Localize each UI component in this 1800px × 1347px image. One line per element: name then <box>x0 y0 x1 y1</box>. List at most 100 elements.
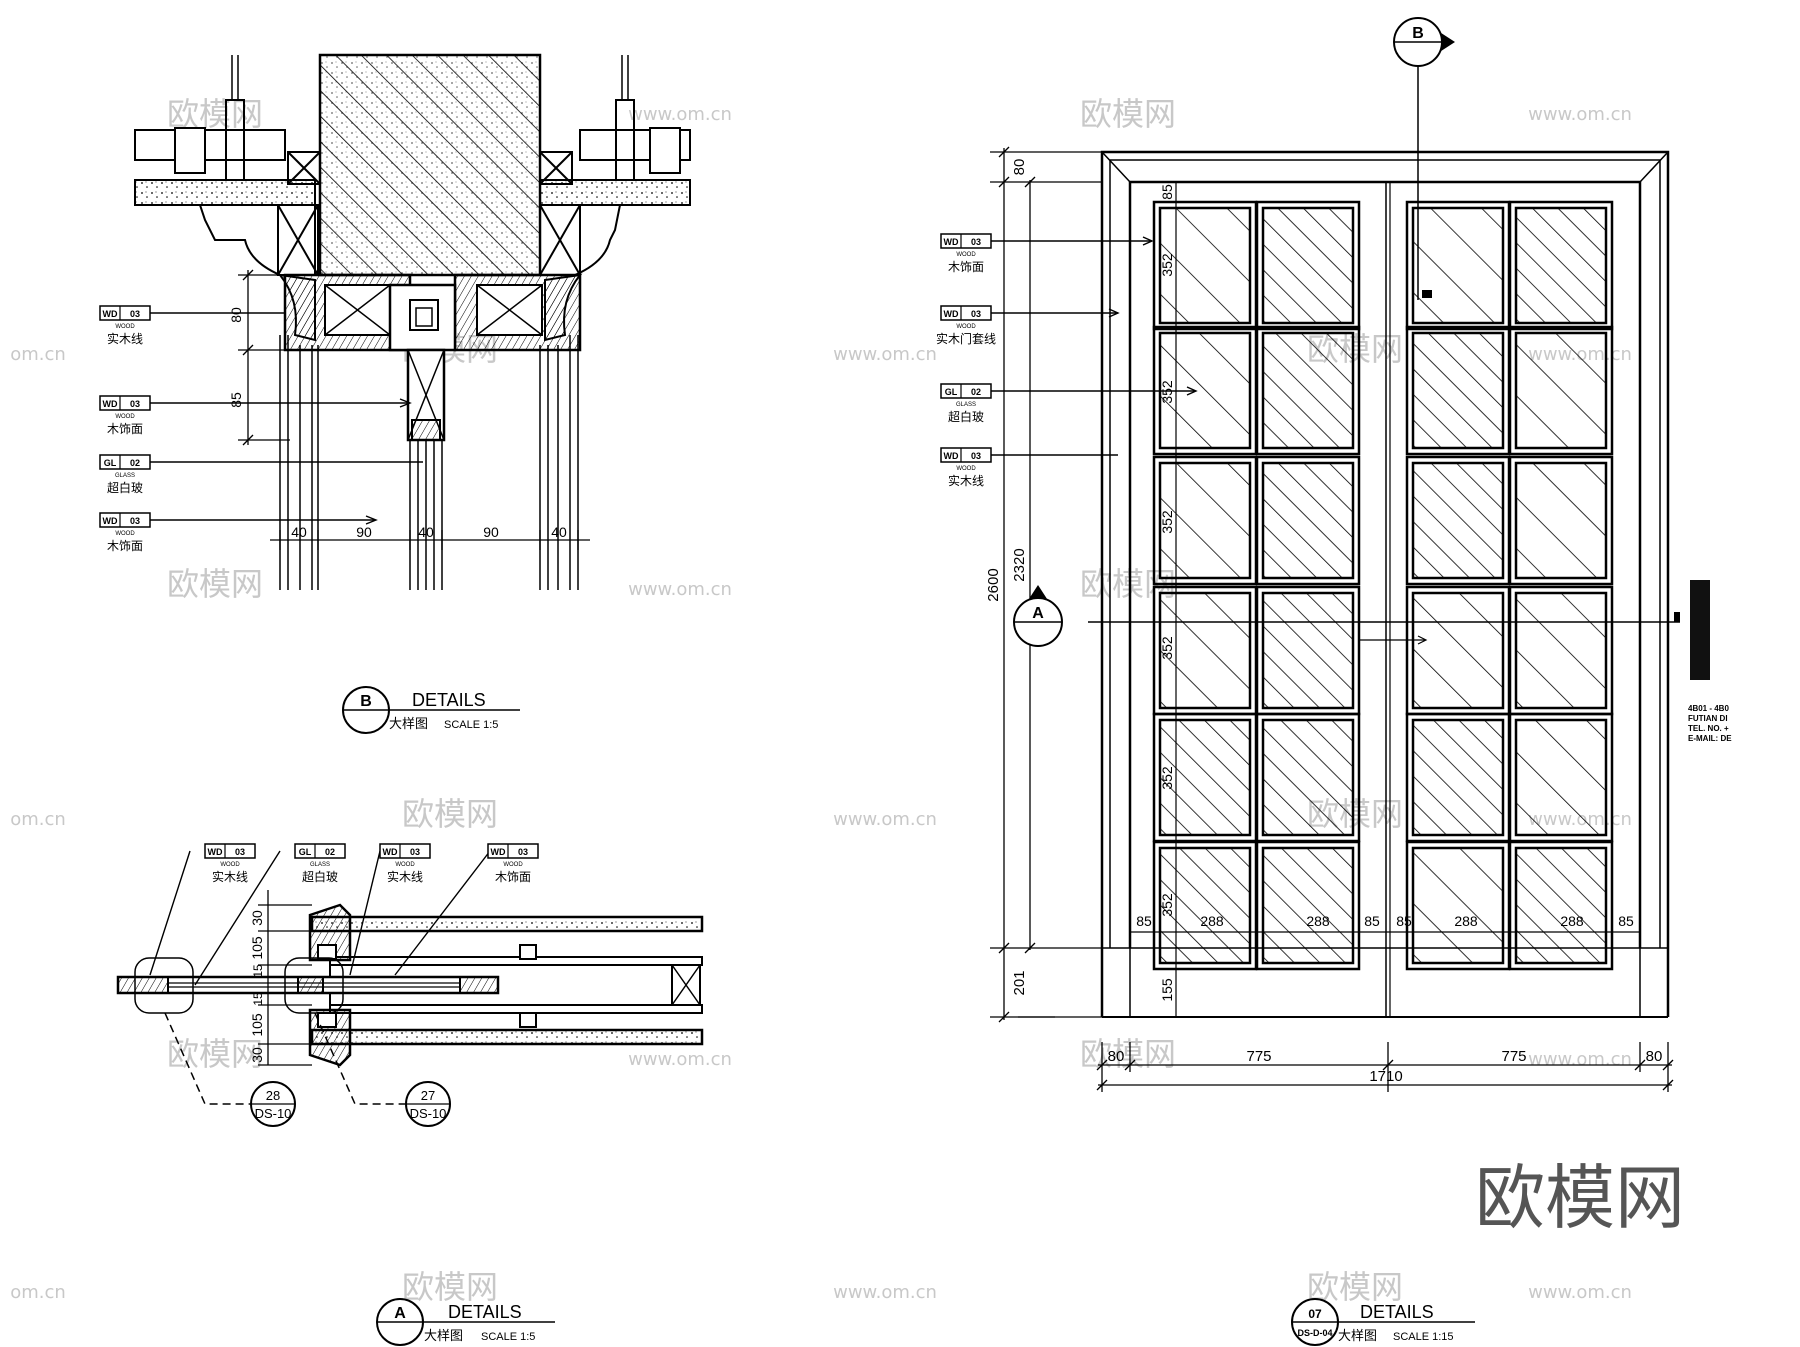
tag-b-2-code: GL <box>104 458 117 468</box>
tag-e-2-label: 超白玻 <box>948 409 984 424</box>
corner-logo: 欧模网 <box>1475 1157 1685 1239</box>
tag-e-0-label: 木饰面 <box>948 260 984 274</box>
dim-bottom-3: 80 <box>1646 1048 1663 1065</box>
watermark-brand: 欧模网 <box>1080 95 1176 133</box>
tag-a-0-sub: WOOD <box>220 862 240 868</box>
dim-grid-v-0: 85 <box>1159 184 1175 200</box>
tag-b-0-num: 03 <box>130 309 140 319</box>
glass-pane <box>1255 585 1361 716</box>
dim-grid-h-2: 288 <box>1306 913 1330 929</box>
watermark-brand: 欧模网 <box>402 795 498 833</box>
detail-b-dimensions: 80 85 40 90 40 90 40 <box>228 307 567 540</box>
tag-e-0-sub: WOOD <box>956 252 976 258</box>
titleblock-fragment: 4B01 - 4B0 FUTIAN DI TEL. NO. + E-MAIL: … <box>1688 580 1732 743</box>
callout-27-num: 27 <box>421 1088 435 1103</box>
tag-e-3-label: 实木线 <box>948 473 984 488</box>
glass-pane <box>1405 840 1511 971</box>
dim-bottom-0: 80 <box>1108 1048 1125 1065</box>
glass-pane <box>1508 840 1614 971</box>
elevation-title-text: DETAILS <box>1360 1302 1434 1322</box>
detail-a-drawing <box>116 850 704 1105</box>
elevation-title: 07 DS-D-04 DETAILS 大样图 SCALE 1:15 <box>1291 1298 1475 1346</box>
tag-b-1-num: 03 <box>130 399 140 409</box>
dim-grid-h-4: 85 <box>1396 913 1412 929</box>
titleblock-line-1: 4B01 - 4B0 <box>1688 704 1729 713</box>
watermark-url: www.om.cn <box>833 344 937 365</box>
tag-a-3-num: 03 <box>518 847 528 857</box>
detail-a-dimensions: 30 105 15 15 105 30 <box>249 910 265 1063</box>
glass-pane <box>1152 840 1258 971</box>
glass-pane <box>1508 712 1614 843</box>
glass-pane <box>1405 712 1511 843</box>
watermark-url: www.om.cn <box>833 809 937 830</box>
elevation-subtitle: 大样图 <box>1338 1329 1377 1344</box>
section-marker-b: B <box>1393 17 1455 67</box>
dim-grid-v-2: 352 <box>1159 380 1175 404</box>
section-a-label: A <box>1032 605 1044 622</box>
tag-b-1-sub: WOOD <box>115 414 135 420</box>
glass-pane <box>1508 455 1614 586</box>
watermark-brand: 欧模网 <box>167 95 263 133</box>
dim-b-h1: 90 <box>356 524 372 540</box>
watermark-url: www.om.cn <box>833 1282 937 1303</box>
dim-b-h3: 90 <box>483 524 499 540</box>
glass-panes <box>1152 200 1614 971</box>
dim-e-201: 201 <box>1011 970 1028 995</box>
tag-e-3-code: WD <box>944 451 959 461</box>
detail-a-scale: SCALE 1:5 <box>481 1331 535 1343</box>
watermark-url: www.om.cn <box>1528 1282 1632 1303</box>
watermark-url: www.om.cn <box>628 579 732 600</box>
callout-28-num: 28 <box>266 1088 280 1103</box>
detail-b-title: B DETAILS 大样图 SCALE 1:5 <box>342 686 520 734</box>
tag-a-2-code: WD <box>383 847 398 857</box>
glass-pane <box>1152 455 1258 586</box>
dim-a-v5: 30 <box>249 1047 265 1063</box>
watermark-url: www.om.cn <box>628 104 732 125</box>
dim-total: 1710 <box>1369 1068 1402 1085</box>
tag-a-3-code: WD <box>491 847 506 857</box>
dim-bottom-1: 775 <box>1246 1048 1271 1065</box>
dim-grid-v-1: 352 <box>1159 253 1175 277</box>
detail-a-callouts: 28 DS-10 27 DS-10 <box>250 1081 451 1127</box>
tag-a-1-code: GL <box>299 847 312 857</box>
tag-b-2-label: 超白玻 <box>107 480 143 495</box>
tag-e-1-code: WD <box>944 309 959 319</box>
dim-e-80: 80 <box>1011 159 1028 176</box>
watermark-layer: 欧模网欧模网欧模网欧模网欧模网欧模网欧模网欧模网欧模网欧模网欧模网欧模网www.… <box>10 95 1632 1306</box>
detail-a-title-text: DETAILS <box>448 1302 522 1322</box>
watermark-brand: 欧模网 <box>402 1268 498 1306</box>
watermark-url-short: om.cn <box>10 344 66 365</box>
dim-grid-v-6: 352 <box>1159 893 1175 917</box>
tag-b-2-sub: GLASS <box>115 473 135 479</box>
detail-b-title-text: DETAILS <box>412 690 486 710</box>
callout-28-ref: DS-10 <box>255 1106 292 1121</box>
dim-a-v2: 15 <box>251 964 265 978</box>
tag-b-0-label: 实木线 <box>107 331 143 346</box>
dim-b-v1: 85 <box>228 392 244 408</box>
elevation-marker-ref: DS-D-04 <box>1297 1328 1332 1338</box>
glass-pane <box>1255 712 1361 843</box>
callout-27-ref: DS-10 <box>410 1106 447 1121</box>
glass-pane <box>1152 200 1258 331</box>
tag-a-2-label: 实木线 <box>387 869 423 884</box>
dim-grid-h-3: 85 <box>1364 913 1380 929</box>
tag-e-1-sub: WOOD <box>956 324 976 330</box>
dim-e-2320: 2320 <box>1011 548 1028 581</box>
elevation-marker-num: 07 <box>1308 1307 1322 1321</box>
dim-bottom-2: 775 <box>1501 1048 1526 1065</box>
dim-grid-h-7: 85 <box>1618 913 1634 929</box>
dim-grid-v-4: 352 <box>1159 636 1175 660</box>
dim-e-2600: 2600 <box>985 568 1002 601</box>
titleblock-line-4: E-MAIL: DE <box>1688 734 1732 743</box>
tag-a-2-num: 03 <box>410 847 420 857</box>
glass-pane <box>1508 200 1614 331</box>
